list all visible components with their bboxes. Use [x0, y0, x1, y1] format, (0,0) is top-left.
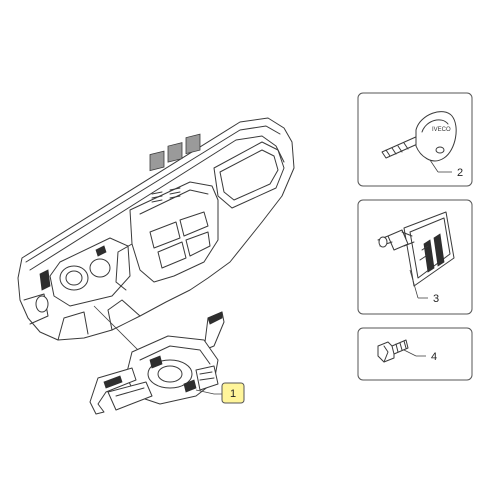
svg-text:4: 4 — [431, 351, 437, 363]
panel-bolt: 4 — [357, 327, 473, 381]
panel-key: IVECO 2 — [357, 92, 473, 187]
callout-2[interactable]: 2 — [457, 167, 463, 179]
callout-3[interactable]: 3 — [433, 293, 439, 305]
callout-4[interactable]: 4 — [431, 351, 437, 363]
callout-1[interactable]: 1 — [221, 382, 245, 404]
svg-text:1: 1 — [230, 388, 236, 400]
panel-socket: 3 — [357, 199, 473, 315]
dashboard-illustration — [17, 117, 295, 341]
steering-column-switch — [89, 311, 225, 415]
svg-text:2: 2 — [457, 167, 463, 179]
leader-line-1 — [195, 389, 222, 395]
svg-text:3: 3 — [433, 293, 439, 305]
key-tag-text: IVECO — [432, 127, 451, 133]
